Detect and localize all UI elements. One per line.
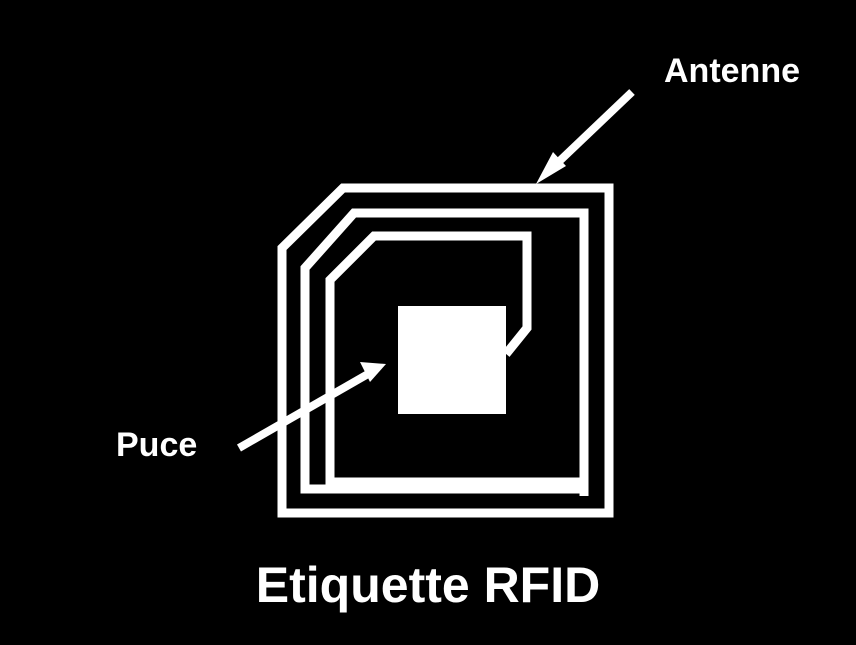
antenna-arrowhead: [536, 152, 566, 184]
chip-arrow: [237, 370, 370, 452]
antenna-arrow: [545, 89, 635, 175]
antenna-label: Antenne: [664, 52, 800, 90]
chip-arrowhead: [360, 362, 386, 382]
diagram-caption: Etiquette RFID: [255, 557, 601, 613]
antenna-coil-inner: [325, 231, 580, 487]
antenna-coil-middle: [300, 208, 589, 496]
antenna-coil-outer: [277, 183, 614, 518]
chip-square: [398, 306, 506, 414]
chip-label: Puce: [116, 426, 198, 464]
